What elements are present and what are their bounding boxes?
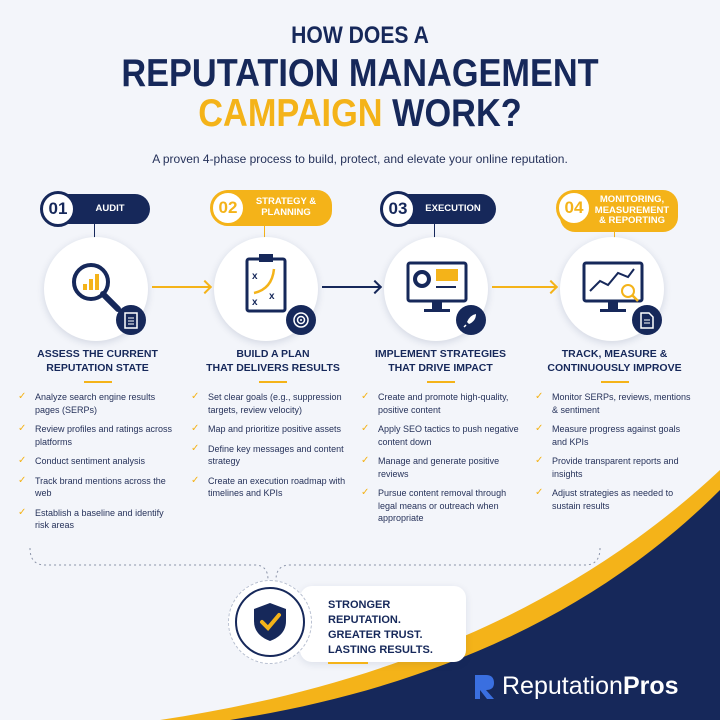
phase-label: MONITORING, MEASUREMENT & REPORTING (594, 193, 670, 227)
title-line-3: CAMPAIGN WORK? (43, 92, 677, 136)
subtitle: A proven 4-phase process to build, prote… (152, 152, 568, 166)
list-item: ✓Manage and generate positive reviews (361, 455, 500, 479)
document-icon (632, 305, 662, 335)
list-item: ✓Measure progress against goals and KPIs (535, 423, 681, 447)
monitor-chart-icon (582, 261, 644, 312)
svg-text:x: x (252, 271, 258, 282)
list-item: ✓Create and promote high-quality, positi… (361, 391, 509, 415)
phase-4-icon-circle (560, 237, 664, 341)
list-item: ✓Track brand mentions across the web (18, 474, 166, 499)
phase-number: 04 (556, 190, 592, 226)
result-line: GREATER TRUST. (328, 629, 423, 641)
title-line-2: REPUTATION MANAGEMENT (121, 52, 599, 95)
phase-number: 02 (210, 190, 246, 226)
brand-r-icon (475, 674, 494, 699)
list-item: ✓Conduct sentiment analysis (18, 455, 146, 466)
target-icon (286, 305, 316, 335)
shield-check-icon (228, 580, 312, 664)
arrow-2-to-3 (322, 286, 380, 288)
arrow-1-to-2 (152, 286, 210, 288)
title-line-1: HOW DOES A (291, 22, 429, 49)
arrow-3-to-4 (492, 286, 556, 288)
list-item: ✓Create an execution roadmap with timeli… (191, 474, 346, 499)
rocket-icon (456, 305, 486, 335)
phase-3-icon-circle (384, 237, 488, 341)
phase-1-pill: 01 AUDIT (40, 191, 150, 227)
result-line: STRONGER REPUTATION. (328, 599, 401, 626)
clipboard-strategy-icon: xxx (245, 254, 287, 313)
phase-number: 01 (40, 191, 76, 227)
title-rest: WORK? (382, 92, 522, 135)
list-item: ✓Adjust strategies as needed to sustain … (535, 487, 674, 511)
phase-label: AUDIT (95, 202, 125, 214)
list-item: ✓Apply SEO tactics to push negative cont… (361, 423, 519, 447)
phase-3-pill: 03 EXECUTION (380, 191, 496, 227)
phase-heading: TRACK, MEASURE &CONTINUOUSLY IMPROVE (547, 348, 682, 374)
svg-text:x: x (252, 297, 258, 308)
checklist-icon (116, 305, 146, 335)
list-item: ✓Establish a baseline and identify risk … (18, 506, 164, 531)
phase-2-pill: 02 STRATEGY & PLANNING (210, 190, 332, 226)
title-highlight: CAMPAIGN (198, 92, 383, 135)
list-item: ✓Map and prioritize positive assets (191, 423, 342, 434)
list-item: ✓Provide transparent reports and insight… (535, 455, 679, 479)
phase-4-details: TRACK, MEASURE &CONTINUOUSLY IMPROVE ✓Mo… (532, 347, 697, 519)
list-item: ✓Define key messages and content strateg… (191, 442, 344, 467)
magnifier-chart-icon (72, 263, 121, 312)
list-item: ✓Monitor SERPs, reviews, mentions & sent… (535, 391, 691, 415)
list-item: ✓Review profiles and ratings across plat… (18, 423, 173, 447)
result-box: STRONGER REPUTATION. GREATER TRUST. LAST… (300, 586, 466, 664)
phase-1-icon-circle (44, 237, 148, 341)
phase-number: 03 (380, 191, 416, 227)
phase-label: STRATEGY & PLANNING (255, 196, 317, 218)
svg-text:x: x (269, 291, 275, 302)
list-item: ✓Analyze search engine results pages (SE… (18, 391, 156, 415)
list-item: ✓Pursue content removal through legal me… (361, 487, 507, 523)
result-line: LASTING RESULTS. (328, 644, 433, 656)
monitor-gear-icon (406, 261, 468, 312)
phase-label: EXECUTION (425, 202, 481, 214)
list-item: ✓Set clear goals (e.g., suppression targ… (191, 391, 342, 415)
